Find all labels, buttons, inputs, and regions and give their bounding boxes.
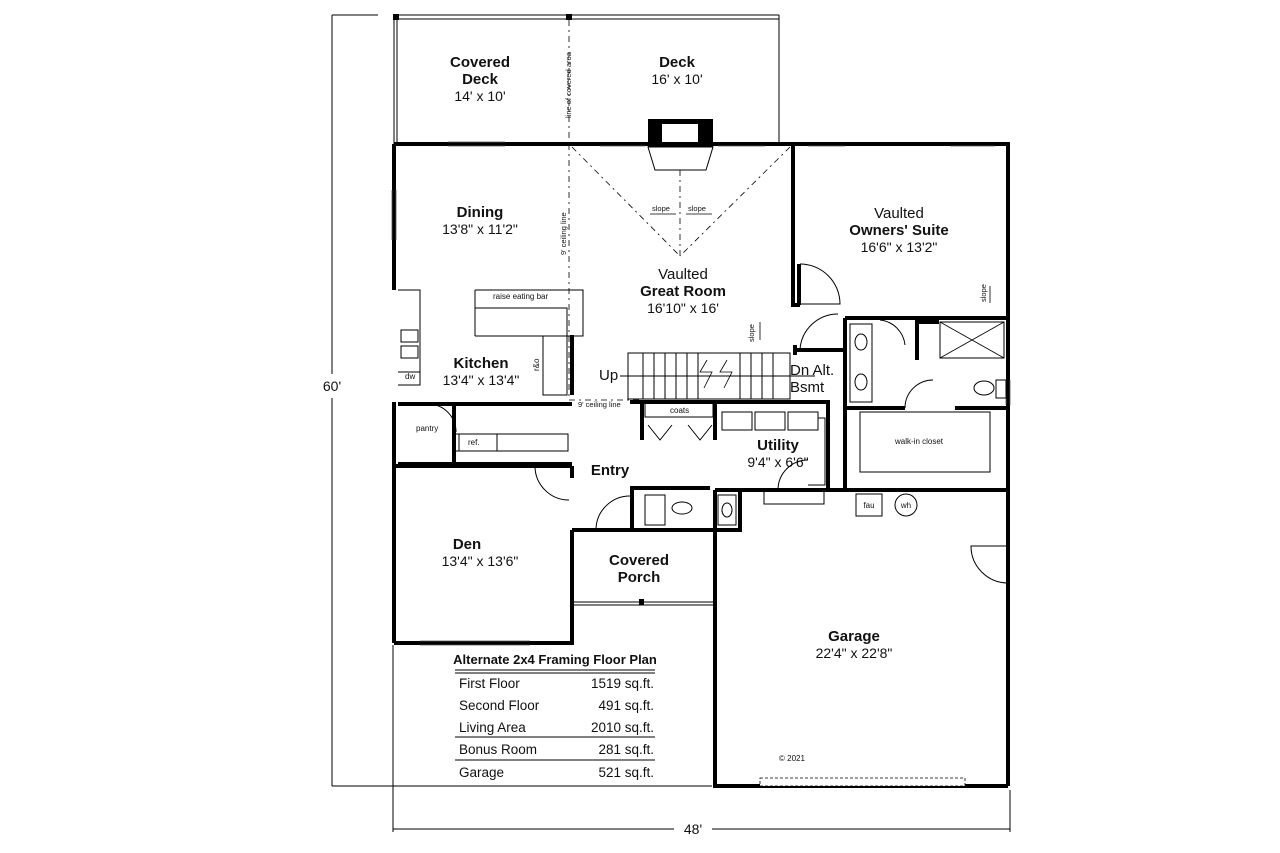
garage-door xyxy=(759,777,966,787)
area-table-title: Alternate 2x4 Framing Floor Plan xyxy=(453,652,657,667)
owners-suite-dimension: 16'6" x 13'2" xyxy=(861,239,938,255)
slope-label-great-room: slope xyxy=(747,324,756,342)
area-row-label: Second Floor xyxy=(459,698,540,713)
owners-bath xyxy=(849,321,1007,473)
area-row-value: 281 sq.ft. xyxy=(598,742,654,757)
garage-dimension: 22'4" x 22'8" xyxy=(816,645,893,661)
covered-porch-label-2: Porch xyxy=(618,569,661,586)
range-oven-label: r&o xyxy=(532,358,541,371)
walk-in-closet-label: walk-in closet xyxy=(894,437,944,446)
entry-label: Entry xyxy=(591,462,630,479)
ceiling-line-label-kitchen: 9' ceiling line xyxy=(578,400,621,409)
interior-walls xyxy=(394,144,1008,545)
coat-closet xyxy=(644,402,714,441)
pantry-label: pantry xyxy=(416,424,438,433)
area-row-value: 521 sq.ft. xyxy=(598,765,654,780)
great-room-dimension: 16'10" x 16' xyxy=(647,300,719,316)
area-row-value: 491 sq.ft. xyxy=(598,698,654,713)
dishwasher-label: dw xyxy=(405,372,415,381)
stairs-up-label: Up xyxy=(599,367,618,384)
refrigerator-label: ref. xyxy=(468,438,480,447)
owners-suite-label-2: Owners' Suite xyxy=(849,222,948,239)
kitchen-counters xyxy=(398,289,584,452)
stairs-down-label: Dn Alt. xyxy=(790,362,834,379)
covered-deck-dimension: 14' x 10' xyxy=(454,88,505,104)
covered-porch-label-1: Covered xyxy=(609,552,669,569)
area-table: Alternate 2x4 Framing Floor Plan First F… xyxy=(453,652,657,780)
covered-deck-label: Covered xyxy=(450,54,510,71)
vault-lines xyxy=(568,144,791,401)
utility-label: Utility xyxy=(757,437,799,454)
furnace-label: fau xyxy=(863,501,874,510)
kitchen-dimension: 13'4" x 13'4" xyxy=(443,372,520,388)
utility-dimension: 9'4" x 6'6" xyxy=(747,454,808,470)
dimension-48ft: 48' xyxy=(392,645,1011,837)
deck-area: line of covered area xyxy=(393,14,780,144)
powder-room xyxy=(644,494,737,526)
area-row-label: Living Area xyxy=(459,720,526,735)
area-row-label: Garage xyxy=(459,765,504,780)
ceiling-line-label-dining: 9' ceiling line xyxy=(559,212,568,255)
covered-deck-label-2: Deck xyxy=(462,71,499,88)
area-row-label: Bonus Room xyxy=(459,742,537,757)
doors xyxy=(427,263,1009,584)
garage-fixtures xyxy=(855,493,918,517)
area-row-value: 1519 sq.ft. xyxy=(591,676,654,691)
deck-dimension: 16' x 10' xyxy=(651,71,702,87)
width-dimension-label: 48' xyxy=(684,821,702,837)
dining-dimension: 13'8" x 11'2" xyxy=(442,221,518,237)
slope-label-right: slope xyxy=(688,204,706,213)
eating-bar-label: raise eating bar xyxy=(493,292,548,301)
dining-label: Dining xyxy=(457,204,504,221)
utility-fixtures xyxy=(721,411,826,505)
dimension-60ft: 60' xyxy=(323,14,712,787)
garage-label: Garage xyxy=(828,628,880,645)
stairs-basement-label: Bsmt xyxy=(790,379,825,396)
kitchen-label: Kitchen xyxy=(453,355,508,372)
line-of-covered-area-label: line of covered area xyxy=(564,51,573,118)
den-dimension: 13'4" x 13'6" xyxy=(442,553,519,569)
den-label: Den xyxy=(453,536,481,553)
slope-label-left: slope xyxy=(652,204,670,213)
coats-label: coats xyxy=(670,406,689,415)
owners-suite-label-1: Vaulted xyxy=(874,205,924,222)
stairs xyxy=(620,352,815,400)
water-heater-label: wh xyxy=(900,501,911,510)
area-row-label: First Floor xyxy=(459,676,520,691)
area-row-value: 2010 sq.ft. xyxy=(591,720,654,735)
great-room-label-2: Great Room xyxy=(640,283,726,300)
copyright-label: © 2021 xyxy=(779,754,805,763)
great-room-label-1: Vaulted xyxy=(658,266,708,283)
porch-outline xyxy=(572,599,715,606)
deck-label: Deck xyxy=(659,54,696,71)
slope-label-owners: slope xyxy=(979,284,988,302)
height-dimension-label: 60' xyxy=(323,378,341,394)
